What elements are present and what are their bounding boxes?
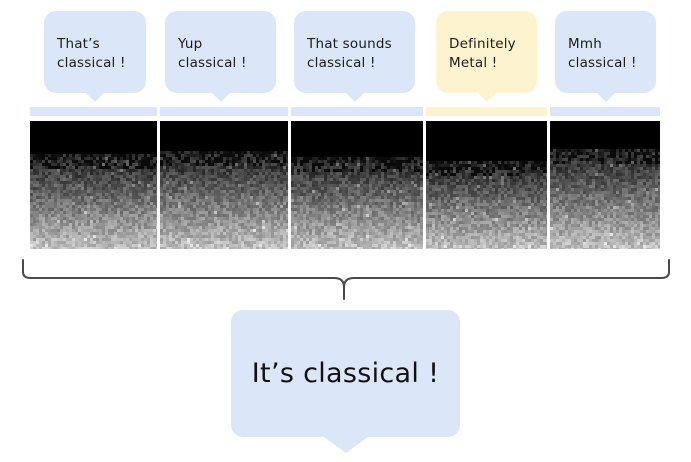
segment-2-strip bbox=[160, 107, 288, 116]
final-prediction-text: It’s classical ! bbox=[251, 358, 440, 389]
segment-2-prediction-line2: classical ! bbox=[178, 55, 247, 71]
spectrogram-segment-1 bbox=[30, 121, 157, 249]
segment-5-prediction-line2: classical ! bbox=[568, 55, 637, 71]
segment-4-strip bbox=[426, 107, 547, 116]
segment-3-prediction-line2: classical ! bbox=[307, 55, 376, 71]
segment-2-prediction-bubble: Yup classical ! bbox=[165, 11, 276, 102]
segment-5-strip bbox=[550, 107, 660, 116]
spectrogram-segment-2 bbox=[160, 121, 288, 249]
segment-2-prediction-line1: Yup bbox=[178, 36, 203, 52]
spectrogram-segment-3 bbox=[291, 121, 423, 249]
spectrogram-image bbox=[160, 121, 288, 249]
segment-4-prediction-line2: Metal ! bbox=[449, 55, 498, 71]
segment-1-prediction-line2: classical ! bbox=[57, 55, 126, 71]
segment-5-prediction-bubble: Mmh classical ! bbox=[555, 11, 656, 102]
segment-5-prediction-line1: Mmh bbox=[568, 36, 602, 52]
spectrogram-segment-4 bbox=[426, 121, 547, 249]
segment-3-strip bbox=[291, 107, 423, 116]
spectrogram-image bbox=[30, 121, 157, 249]
spectrogram-segment-5 bbox=[550, 121, 660, 249]
segment-3-prediction-bubble: That sounds classical ! bbox=[294, 11, 415, 102]
spectrogram-image bbox=[291, 121, 423, 249]
segment-1-prediction-line1: That’s bbox=[57, 36, 100, 52]
segment-3-prediction-line1: That sounds bbox=[307, 36, 392, 52]
spectrogram-image bbox=[550, 121, 660, 249]
grouping-brace bbox=[22, 259, 670, 300]
final-prediction-bubble: It’s classical ! bbox=[231, 310, 460, 453]
segment-4-prediction-bubble: Definitely Metal ! bbox=[436, 11, 537, 102]
segment-1-prediction-bubble: That’s classical ! bbox=[44, 11, 146, 102]
segment-1-strip bbox=[30, 107, 157, 116]
segment-4-prediction-line1: Definitely bbox=[449, 36, 516, 52]
spectrogram-image bbox=[426, 121, 547, 249]
